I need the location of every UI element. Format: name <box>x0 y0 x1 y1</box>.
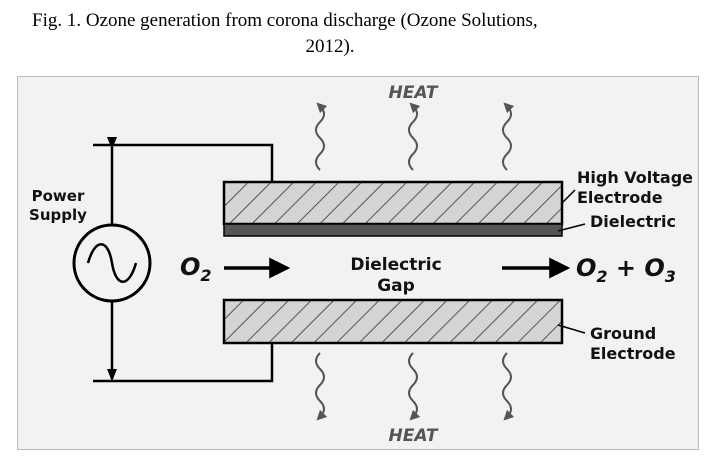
input-gas-label: O2 <box>180 253 212 285</box>
heat-wave-icon <box>315 102 328 171</box>
power-wiring <box>93 137 274 383</box>
power-supply-label-2: Supply <box>29 206 87 224</box>
dielectric-gap-label-1: Dielectric <box>350 255 441 275</box>
figure-caption: Fig. 1. Ozone generation from corona dis… <box>20 8 640 60</box>
heat-label-bottom: HEAT <box>389 426 439 446</box>
heat-wave-icon <box>502 352 515 421</box>
hv-electrode-label-2: Electrode <box>577 188 663 207</box>
ground-electrode-label-2: Electrode <box>590 344 676 363</box>
ac-source-icon <box>72 223 152 303</box>
caption-line-2: 2012). <box>305 36 355 57</box>
high-voltage-electrode <box>222 180 564 226</box>
heat-label-top: HEAT <box>389 83 439 103</box>
power-supply-label-1: Power <box>32 187 85 205</box>
ground-electrode-label-1: Ground <box>590 324 656 343</box>
heat-wave-icon <box>408 352 421 421</box>
heat-waves-top <box>315 102 515 171</box>
leader-lines <box>557 189 586 334</box>
dielectric-label: Dielectric <box>590 212 676 231</box>
heat-wave-icon <box>408 102 421 171</box>
ground-electrode <box>222 298 564 345</box>
output-gas-label: O2 + O3 <box>576 254 676 286</box>
heat-wave-icon <box>315 352 328 421</box>
dielectric-layer <box>223 223 563 237</box>
heat-waves-bottom <box>315 352 515 421</box>
caption-line-1: Fig. 1. Ozone generation from corona dis… <box>32 10 538 31</box>
hv-electrode-label-1: High Voltage <box>577 168 693 187</box>
dielectric-gap-label-2: Gap <box>377 276 415 296</box>
heat-wave-icon <box>502 102 515 171</box>
